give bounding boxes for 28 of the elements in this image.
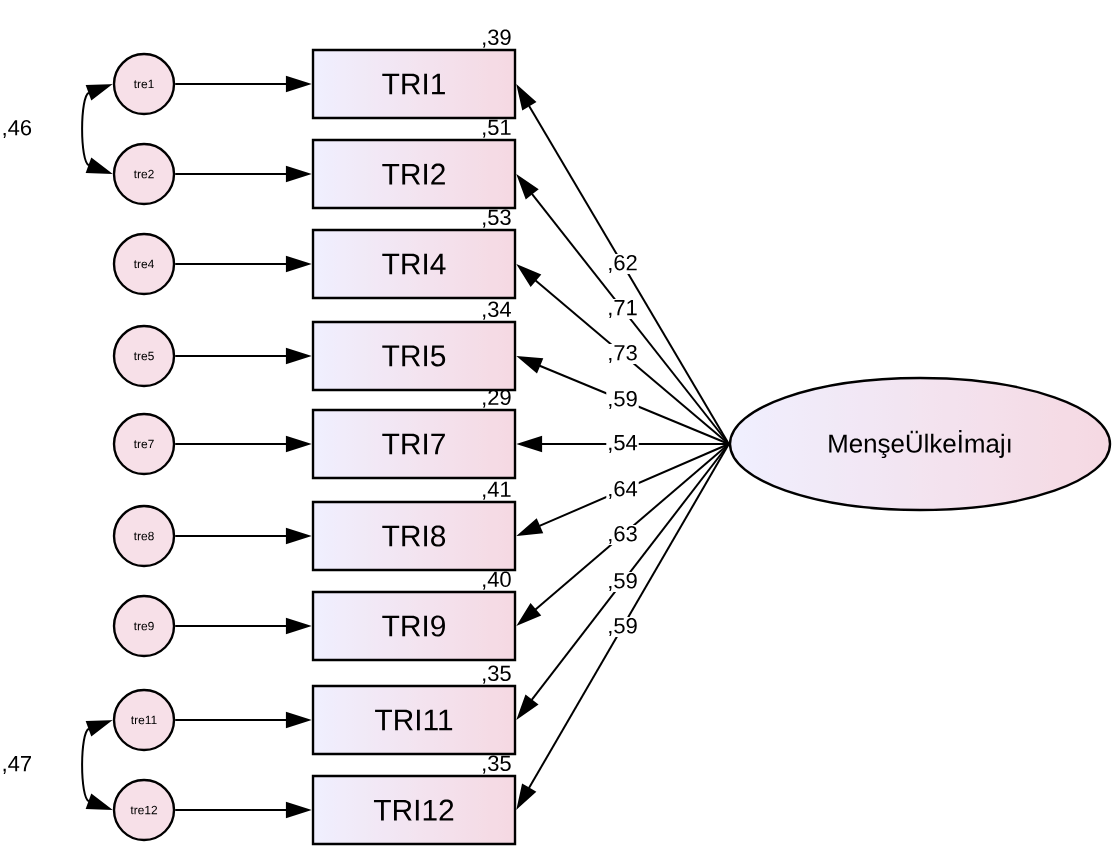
r-squared-label: ,53: [483, 209, 511, 228]
edge-label: ,71: [606, 299, 639, 319]
edge-label: ,73: [606, 343, 639, 365]
variable-box: TRI4: [311, 228, 517, 300]
edge-label: ,59: [606, 389, 639, 411]
r-squared-label: ,34: [483, 301, 511, 320]
r-squared-label: ,35: [483, 665, 511, 684]
edge-label: ,46: [0, 118, 34, 140]
edge-label: ,54: [606, 434, 639, 454]
variable-box: TRI1: [311, 48, 517, 120]
edge-label: ,64: [606, 479, 639, 501]
r-squared-label: ,35: [483, 755, 511, 774]
edge-label: ,59: [606, 616, 639, 638]
edge-label: ,63: [606, 524, 639, 546]
edge-label: ,62: [606, 253, 639, 275]
r-squared-label: ,41: [483, 481, 511, 500]
r-squared-label: ,39: [483, 29, 511, 48]
variable-box: TRI7: [311, 408, 517, 480]
variable-box: TRI12: [311, 774, 517, 846]
variable-box: TRI8: [311, 500, 517, 572]
variable-box: TRI2: [311, 138, 517, 210]
edge-label: ,47: [0, 755, 34, 775]
edge-label: ,59: [606, 571, 639, 593]
variable-box: TRI9: [311, 590, 517, 662]
variable-box: TRI11: [311, 684, 517, 756]
variable-box: TRI5: [311, 320, 517, 392]
r-squared-label: ,51: [483, 119, 511, 138]
r-squared-label: ,40: [483, 571, 511, 590]
